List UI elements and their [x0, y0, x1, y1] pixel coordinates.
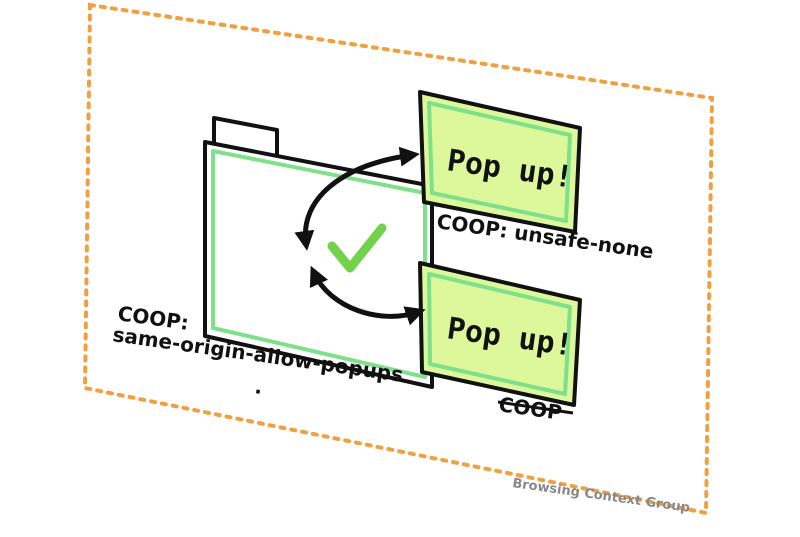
popup-2-coop-strike — [497, 400, 574, 415]
browsing-context-group-border — [82, 2, 715, 516]
popup-window-2: Pop up! — [418, 261, 582, 407]
browsing-context-group-label: Browsing Context Group — [511, 476, 690, 516]
double-arrow-icon-bottom — [309, 265, 426, 326]
opener-coop-value-suffix: . — [253, 374, 264, 399]
checkmark-icon — [327, 223, 387, 273]
double-arrow-icon-top — [294, 146, 420, 251]
popup-window-1: Pop up! — [418, 90, 582, 234]
